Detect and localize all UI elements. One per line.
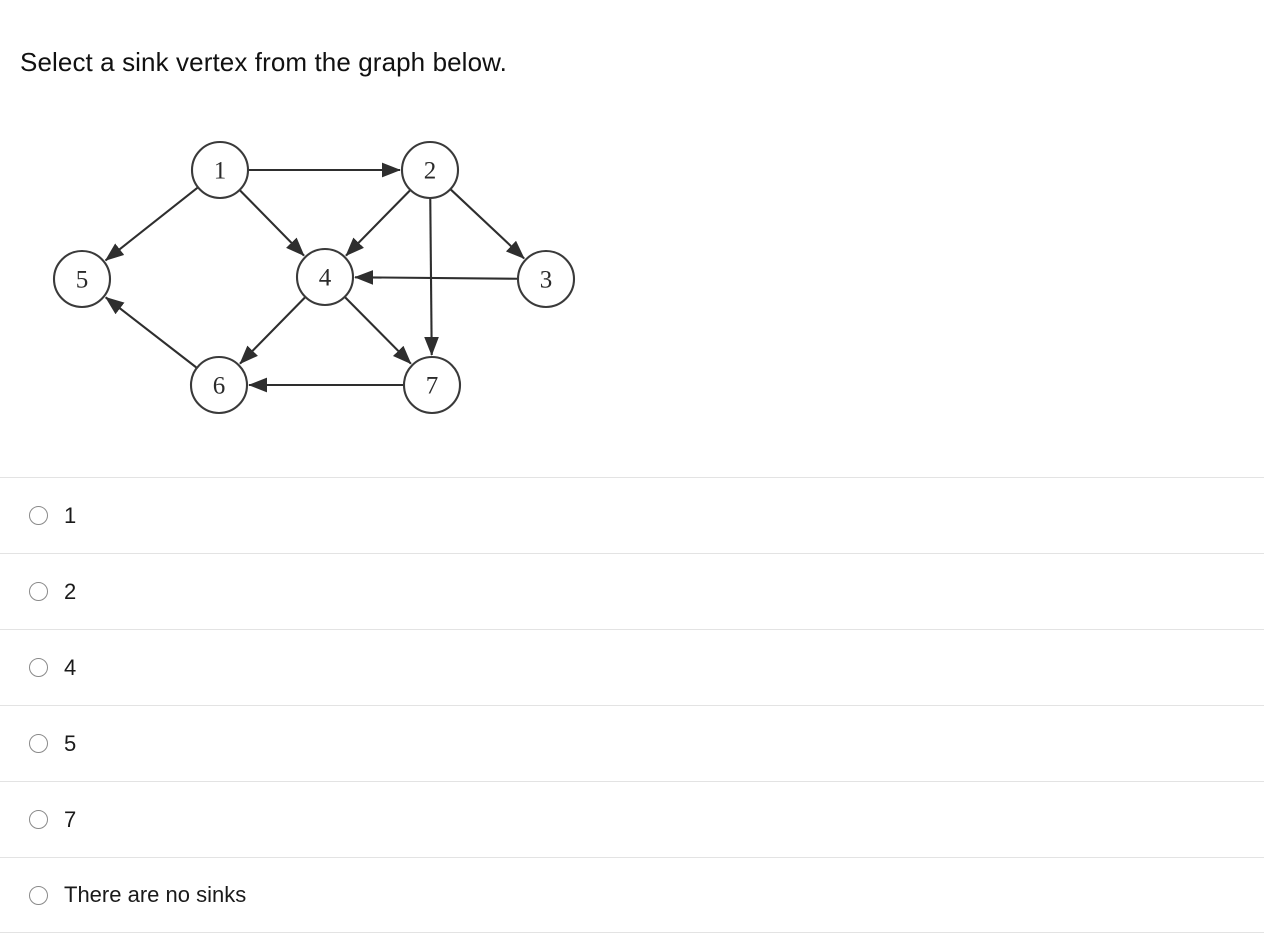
graph-node-1: 1 <box>190 140 250 200</box>
option-row-5[interactable]: 5 <box>0 705 1264 781</box>
graph-node-label-3: 3 <box>540 267 553 294</box>
graph-edge-3-to-4 <box>354 270 519 285</box>
graph-node-circle-4 <box>295 247 355 307</box>
graph-node-2: 2 <box>400 140 460 200</box>
option-label-4: 4 <box>64 654 77 680</box>
radio-button-7[interactable] <box>29 810 48 829</box>
option-label-7: 7 <box>64 806 77 832</box>
graph-node-circle-2 <box>400 140 460 200</box>
graph-edges-layer <box>104 162 525 393</box>
graph-nodes-layer: 1 2 5 4 3 6 7 <box>52 140 576 415</box>
graph-node-label-7: 7 <box>426 373 439 400</box>
graph-edge-2-to-3 <box>449 188 525 260</box>
graph-node-label-2: 2 <box>424 158 437 185</box>
graph-edge-4-to-6 <box>239 296 307 365</box>
graph-edge-6-to-5 <box>105 296 198 369</box>
radio-button-4[interactable] <box>29 658 48 677</box>
option-row-1[interactable]: 1 <box>0 477 1264 553</box>
option-row-7[interactable]: 7 <box>0 781 1264 857</box>
graph-edge-2-to-7 <box>424 197 439 356</box>
graph-node-circle-1 <box>190 140 250 200</box>
directed-graph-svg: 1 2 5 4 3 6 7 <box>52 140 576 415</box>
option-label-1: 1 <box>64 502 77 528</box>
graph-node-4: 4 <box>295 247 355 307</box>
graph-edge-1-to-5 <box>104 186 199 262</box>
graph-node-circle-3 <box>516 249 576 309</box>
option-row-2[interactable]: 2 <box>0 553 1264 629</box>
graph-node-label-1: 1 <box>214 158 227 185</box>
graph-node-5: 5 <box>52 249 112 309</box>
radio-button-no-sinks[interactable] <box>29 885 48 905</box>
graph-node-7: 7 <box>402 355 462 415</box>
radio-button-1[interactable] <box>29 506 48 525</box>
graph-node-label-6: 6 <box>213 373 226 400</box>
option-row-4[interactable]: 4 <box>0 629 1264 705</box>
graph-figure: 1 2 5 4 3 6 7 <box>0 120 640 440</box>
option-label-2: 2 <box>64 578 77 604</box>
graph-node-circle-5 <box>52 249 112 309</box>
graph-edge-4-to-7 <box>343 296 412 365</box>
graph-node-label-4: 4 <box>319 265 332 292</box>
graph-node-circle-6 <box>189 355 249 415</box>
graph-node-3: 3 <box>516 249 576 309</box>
radio-button-5[interactable] <box>29 734 48 753</box>
graph-node-circle-7 <box>402 355 462 415</box>
graph-node-label-5: 5 <box>76 267 89 294</box>
question-prompt: Select a sink vertex from the graph belo… <box>20 47 507 77</box>
radio-button-2[interactable] <box>29 582 48 601</box>
option-label-no-sinks: There are no sinks <box>64 882 247 907</box>
graph-node-6: 6 <box>189 355 249 415</box>
option-label-5: 5 <box>64 730 77 756</box>
option-row-no-sinks[interactable]: There are no sinks <box>0 857 1264 933</box>
graph-edge-1-to-4 <box>238 189 305 257</box>
graph-edge-2-to-4 <box>345 189 412 257</box>
